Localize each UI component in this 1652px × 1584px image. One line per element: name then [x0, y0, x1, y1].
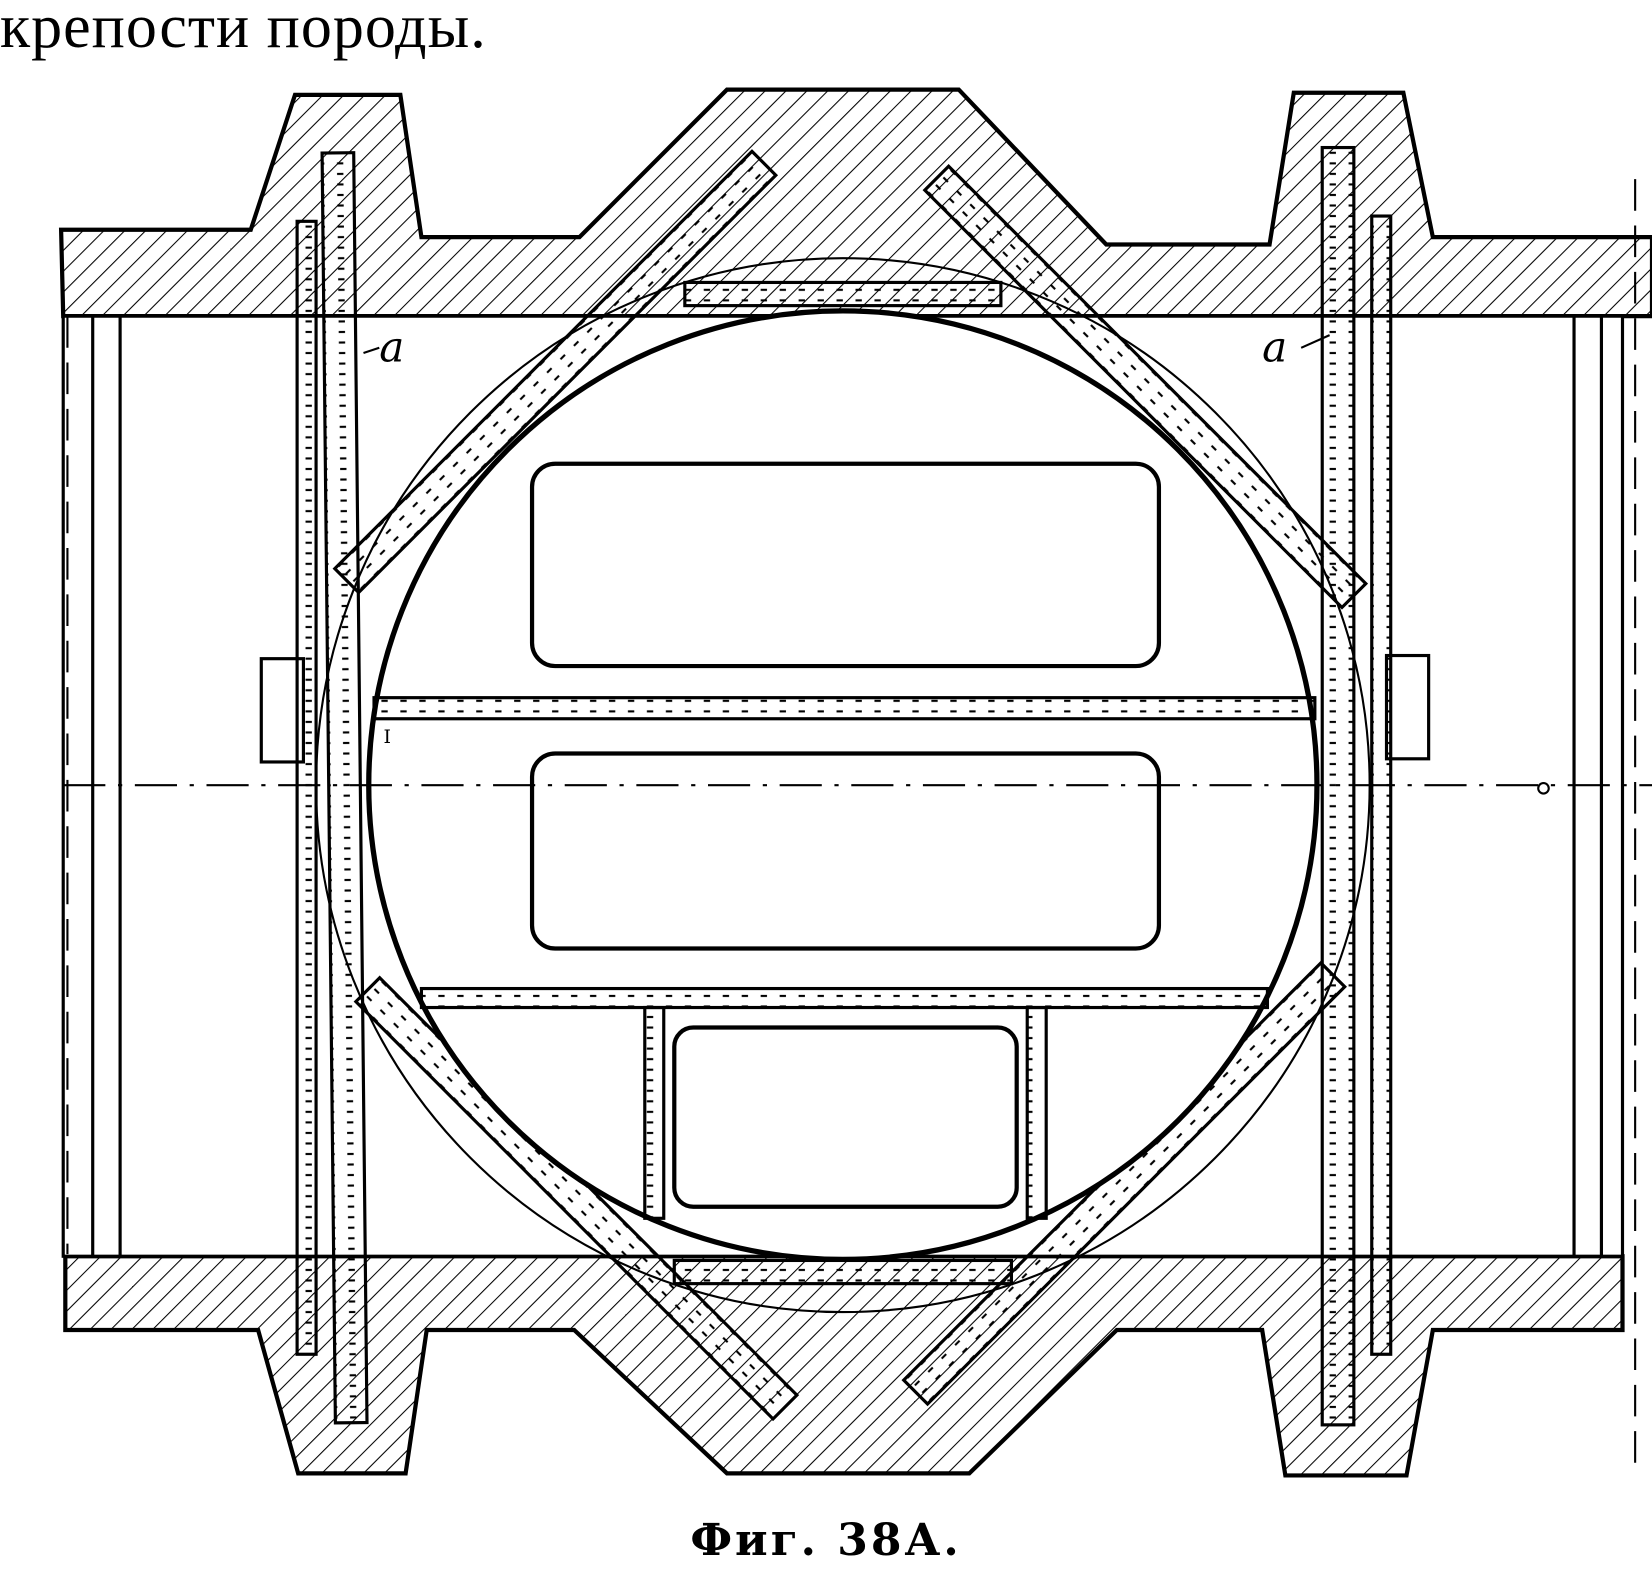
left-pole-a: [320, 151, 369, 1425]
upper-window: [529, 461, 1162, 669]
lower-window: [529, 751, 1162, 951]
lower-beam: [419, 986, 1270, 1010]
right-pole-a: [1320, 145, 1356, 1427]
label-a-right: a: [1262, 322, 1287, 371]
top-rock-lining: [58, 87, 1652, 319]
label-roman-one: I: [384, 726, 391, 748]
page-heading-text: крепости породы.: [0, 0, 487, 61]
bottom-rock-lining: [63, 1254, 1625, 1478]
figure-caption: Фиг. 38А.: [690, 1515, 962, 1566]
label-a-left: a: [379, 322, 404, 371]
bottom-window: [672, 1025, 1019, 1209]
upper-beam: [372, 696, 1317, 721]
